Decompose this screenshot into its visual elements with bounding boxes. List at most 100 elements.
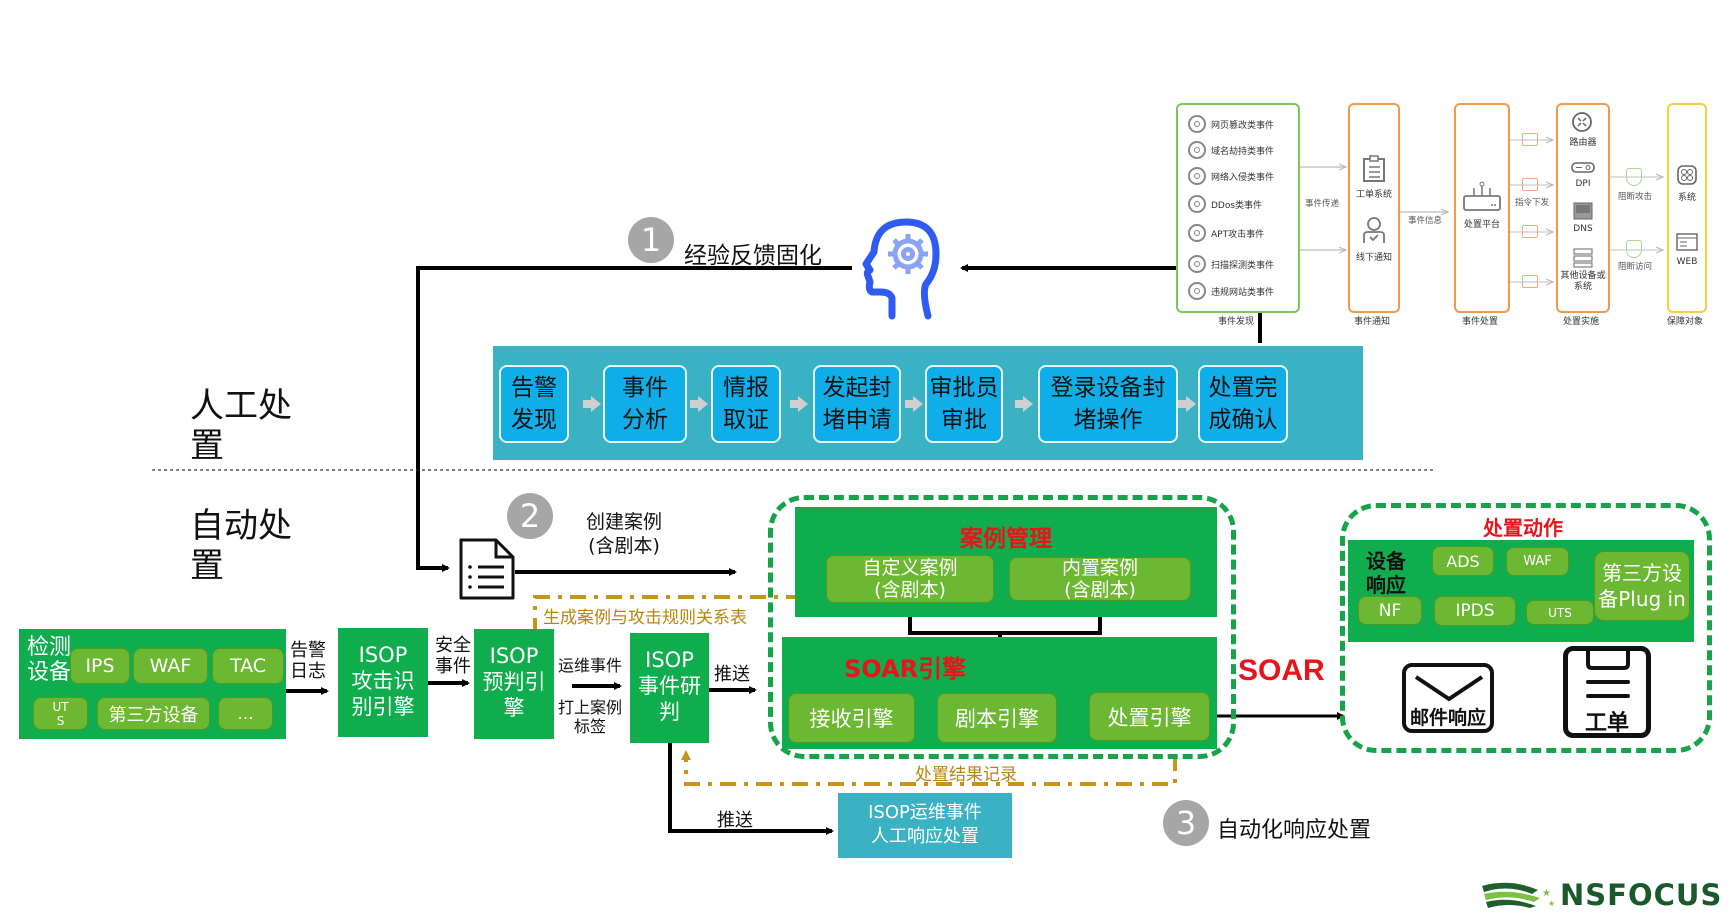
isop-prejudge-line3: 擎 <box>503 696 525 720</box>
builtin-case-line1: 内置案例 <box>1061 557 1138 579</box>
receive-engine[interactable]: 接收引擎 <box>788 693 915 743</box>
svg-text:★: ★ <box>1548 899 1555 908</box>
device-waf[interactable]: WAF <box>133 648 208 684</box>
protected-objects-caption: 保障对象 <box>1666 317 1703 327</box>
relation-table-line <box>530 595 802 645</box>
manual-response-box[interactable]: ISOP运维事件 人工响应处置 <box>838 793 1012 858</box>
isop-research-engine[interactable]: ISOP 事件研 判 <box>630 633 709 743</box>
event-handling-panel: 处置平台 <box>1454 103 1510 313</box>
action-waf[interactable]: WAF <box>1506 547 1569 576</box>
step-approval[interactable]: 审批员审批 <box>925 365 1003 443</box>
target-icon <box>1188 282 1206 300</box>
case-tag-line2: 标签 <box>574 717 607 736</box>
manual-steps-bar: 告警发现 事件分析 情报取证 发起封堵申请 审批员审批 登录设备封堵操作 处置完… <box>493 346 1363 460</box>
playbook-engine[interactable]: 剧本引擎 <box>937 693 1057 743</box>
device-third-party[interactable]: 第三方设备 <box>97 697 210 730</box>
step-2-badge: 2 <box>507 493 553 539</box>
router-platform-icon <box>1463 181 1501 211</box>
step-1-badge: 1 <box>628 217 674 263</box>
isop-prejudge-line1: ISOP <box>489 644 539 668</box>
device-tac[interactable]: TAC <box>212 648 284 684</box>
auto-label-line2: 置 <box>190 546 224 586</box>
edge-ops-event: 运维事件 <box>558 656 623 675</box>
case-tag-line1: 打上案例 <box>558 698 623 717</box>
builtin-case[interactable]: 内置案例 (含剧本) <box>1009 557 1191 601</box>
alert-log-line2: 日志 <box>290 661 326 682</box>
device-ips[interactable]: IPS <box>70 648 130 684</box>
detection-title-line1: 检测 <box>27 635 72 660</box>
step-completion-confirm[interactable]: 处置完成确认 <box>1198 365 1288 443</box>
ticket-label: 工单 <box>1584 711 1629 736</box>
custom-case-line1: 自定义案例 <box>862 557 958 579</box>
device-more[interactable]: … <box>218 697 273 730</box>
step-arrow-icon <box>1015 396 1033 412</box>
logo-mark-icon: ★ ★ <box>1482 882 1555 908</box>
target-icon <box>1188 195 1206 213</box>
custom-case[interactable]: 自定义案例 (含剧本) <box>826 555 994 603</box>
step-event-analysis[interactable]: 事件分析 <box>603 365 687 443</box>
isop-prejudge-engine[interactable]: ISOP 预判引 擎 <box>474 629 554 739</box>
soar-label: SOAR <box>1238 654 1325 687</box>
event-notify-panel: 工单系统 线下通知 <box>1348 103 1400 313</box>
edge-push-manual: 推送 <box>717 810 753 831</box>
device-uts[interactable]: UT S <box>33 697 88 730</box>
dpi-label: DPI <box>1575 179 1591 189</box>
case-management-title: 案例管理 <box>960 526 1052 552</box>
disposal-engine[interactable]: 处置引擎 <box>1089 692 1210 741</box>
actions-dashed-boundary <box>1340 503 1712 753</box>
event-notify-caption: 事件通知 <box>1353 317 1390 327</box>
action-third-party-plugin[interactable]: 第三方设 备Plug in <box>1594 551 1690 621</box>
third-party-line1: 第三方设 <box>1602 561 1682 585</box>
event-type-item: 网络入侵类事件 <box>1188 167 1274 185</box>
step-alert-discovery[interactable]: 告警发现 <box>499 365 569 443</box>
manual-section-label: 人工处 置 <box>190 386 292 466</box>
event-type-item: 扫描探测类事件 <box>1188 255 1274 273</box>
edge-block-access: 阻断访问 <box>1617 262 1652 272</box>
action-ipds[interactable]: IPDS <box>1434 596 1516 626</box>
step-intel-forensics[interactable]: 情报取证 <box>711 365 781 443</box>
shield-check-icon <box>1626 168 1642 186</box>
action-ads[interactable]: ADS <box>1432 546 1494 576</box>
step-block-operation[interactable]: 登录设备封堵操作 <box>1038 365 1178 443</box>
device-response-line2: 响应 <box>1366 573 1406 597</box>
target-icon <box>1188 141 1206 159</box>
action-nf[interactable]: NF <box>1358 596 1422 625</box>
manual-label-line1: 人工处 <box>190 386 292 426</box>
dpi-icon <box>1571 162 1595 173</box>
action-uts[interactable]: UTS <box>1526 600 1594 625</box>
clipboard-icon <box>1363 155 1385 182</box>
soar-engine-box: SOAR引擎 接收引擎 剧本引擎 处置引擎 <box>782 637 1217 749</box>
edge-push: 推送 <box>714 664 750 685</box>
create-case-label: 创建案例 (含剧本) <box>586 510 662 558</box>
feedback-label: 经验反馈固化 <box>684 243 822 269</box>
manual-response-line2: 人工响应处置 <box>871 826 979 847</box>
ticket-icon <box>1586 651 1630 698</box>
mail-response-label: 邮件响应 <box>1409 707 1486 729</box>
command-icon <box>1522 178 1538 191</box>
isop-attack-engine[interactable]: ISOP 攻击识 别引擎 <box>338 628 428 737</box>
auto-section-label: 自动处 置 <box>190 506 292 586</box>
mail-icon <box>1414 675 1484 702</box>
isop-research-line1: ISOP <box>645 648 694 672</box>
device-response-line1: 设备 <box>1366 549 1406 573</box>
command-icon <box>1522 275 1538 288</box>
ticket-system-label: 工单系统 <box>1355 190 1392 200</box>
target-icon <box>1188 115 1206 133</box>
dns-label: DNS <box>1573 224 1593 234</box>
edge-alert-log: 告警 日志 <box>290 640 326 682</box>
isop-attack-line2: 攻击识 <box>351 669 415 693</box>
create-case-line1: 创建案例 <box>586 511 663 533</box>
third-party-line2: 备Plug in <box>1598 587 1686 611</box>
feedback-to-case-line <box>416 266 852 572</box>
server-icon <box>1573 248 1593 268</box>
ticket-button[interactable]: 工单 <box>1563 646 1651 738</box>
isop-research-line3: 判 <box>659 700 680 724</box>
svg-text:★: ★ <box>1542 888 1551 899</box>
event-type-item: DDos类事件 <box>1188 195 1262 213</box>
create-case-line2: (含剧本) <box>588 535 660 557</box>
alert-log-line1: 告警 <box>290 640 326 661</box>
step-block-request[interactable]: 发起封堵申请 <box>813 365 901 443</box>
auto-label-line1: 自动处 <box>190 506 292 546</box>
security-event-line2: 事件 <box>435 656 471 677</box>
mail-response-button[interactable]: 邮件响应 <box>1402 663 1494 733</box>
